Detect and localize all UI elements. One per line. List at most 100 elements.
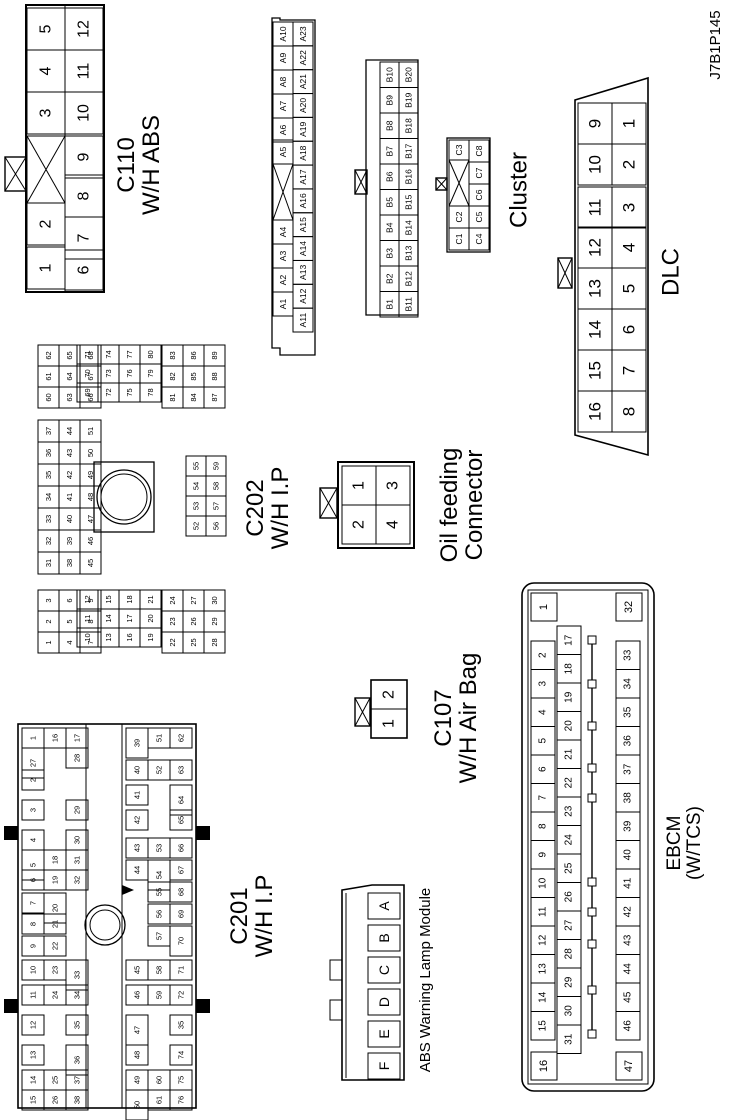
c202-pin-16-label: 16 <box>125 633 134 641</box>
cluster-pin-C1-label: C1 <box>454 233 464 244</box>
c201-mount-tl <box>4 826 18 840</box>
c202-pin-66-label: 66 <box>86 393 95 401</box>
c202-pin-89-label: 89 <box>210 351 219 359</box>
c201-pin-46-63-label: 46 <box>133 991 142 999</box>
cluster-pin-A5-cell <box>272 139 294 165</box>
c202-pin-19-label: 19 <box>146 633 155 641</box>
cluster-pin-A1-label: A1 <box>278 299 288 310</box>
ebcm-pin-9-label: 9 <box>538 852 549 858</box>
cluster-pin-B4-label: B4 <box>385 222 395 233</box>
c202-pin-58-label: 58 <box>212 482 221 490</box>
abs-lamp-pin-A-label: A <box>376 901 392 911</box>
c201-pin-70-59-cell <box>169 925 193 957</box>
c201-pin-71-62-cell <box>169 959 193 981</box>
cluster-pin-B1-label: B1 <box>385 299 395 310</box>
c201-pin-60-71-label: 60 <box>155 1076 164 1084</box>
dlc-pin-7-label: 7 <box>620 366 639 375</box>
oil-pin-3-label: 3 <box>385 481 402 490</box>
ebcm-pin-46-cell <box>615 1011 641 1041</box>
abs-lamp-pin-D-cell <box>367 988 401 1016</box>
cluster-pin-A4-label: A4 <box>278 227 288 238</box>
c202-pin-37-label: 37 <box>44 427 53 435</box>
cluster-pin-B10-label: B10 <box>385 67 395 82</box>
dlc-pin-12-label: 12 <box>586 238 605 257</box>
c201-pin-75-72-label: 75 <box>177 1076 186 1084</box>
c201-pin-70-59-label: 70 <box>177 937 186 945</box>
c202-pin-65-label: 65 <box>65 351 74 359</box>
ebcm-pin-19-label: 19 <box>564 691 575 703</box>
c110-blank-cell <box>26 135 66 204</box>
c201-pin-56-56-label: 56 <box>155 910 164 918</box>
c107-name: C107 <box>429 689 457 747</box>
cluster-pin-B20-label: B20 <box>404 67 414 82</box>
c202-pin-31-label: 31 <box>44 559 53 567</box>
c201-pin-20-17-label: 20 <box>51 904 60 912</box>
c110-pin-6-cell <box>64 249 104 291</box>
c201-pin-31-12-label: 31 <box>73 856 82 864</box>
c202-pin-14-label: 14 <box>104 614 113 622</box>
cluster-pin-B9-label: B9 <box>385 95 395 106</box>
cluster-pin-A11-label: A11 <box>298 313 308 328</box>
c202-pin-63-label: 63 <box>65 393 74 401</box>
dlc-pin-13-label: 13 <box>586 279 605 298</box>
c201-pin-59-64-label: 59 <box>155 991 164 999</box>
oil-latch-x2 <box>319 487 338 519</box>
c110-latch <box>4 156 27 192</box>
c201-pin-8-18-label: 8 <box>29 922 38 926</box>
ebcm-pin-10-label: 10 <box>538 877 549 889</box>
cluster-pin-A12-label: A12 <box>298 288 308 303</box>
cluster-pin-B2-label: B2 <box>385 273 395 284</box>
cluster-pin-A8-label: A8 <box>278 77 288 88</box>
ebcm-pin-15-label: 15 <box>538 1020 549 1032</box>
c202-harness: W/H I.P <box>267 466 294 550</box>
c201-pin-12-28-cell <box>21 1014 45 1036</box>
dlc-pin-2-label: 2 <box>620 160 639 169</box>
c202-pin-39-label: 39 <box>65 537 74 545</box>
cluster-pin-A7-label: A7 <box>278 101 288 112</box>
c201-pin-35-29-label: 35 <box>73 1021 82 1029</box>
dlc-pin-16-label: 16 <box>586 402 605 421</box>
c201-pin-76-75-cell <box>169 1089 193 1111</box>
c201-pin-16-1-label: 16 <box>51 734 60 742</box>
c201-pin-21-19-cell <box>43 913 67 935</box>
c201-pin-27-3-label: 27 <box>29 759 38 767</box>
c201-pin-3-6-cell <box>21 799 45 821</box>
oil-feeding-line2: Connector <box>461 449 488 561</box>
c201-pin-63-43-label: 63 <box>177 766 186 774</box>
c202-socket-inner <box>100 473 148 521</box>
cluster-pin-B14-label: B14 <box>404 220 414 235</box>
figure-id: J7B1P145 <box>707 10 725 80</box>
c201-center-channel <box>85 723 123 1109</box>
ebcm-pin-31-label: 31 <box>564 1033 575 1045</box>
cluster-pin-B3-label: B3 <box>385 248 395 259</box>
dlc-latch-x2 <box>557 257 573 289</box>
abs-lamp-pin-F-cell <box>367 1052 401 1080</box>
dlc-pin-11-label: 11 <box>586 199 605 217</box>
c202-pin-4-label: 4 <box>65 640 74 644</box>
c201-pin-18-11-label: 18 <box>51 856 60 864</box>
c201-pin-72-65-cell <box>169 984 193 1006</box>
c202-pin-28-label: 28 <box>210 638 219 646</box>
cluster-pin-A13-label: A13 <box>298 265 308 280</box>
dlc-shell <box>574 76 649 457</box>
oil-feeding-label: Oil feeding Connector <box>436 448 488 563</box>
c201-pin-40-41-label: 40 <box>133 766 142 774</box>
cluster-b-latch <box>354 169 368 195</box>
cluster-c-blank-x2 <box>448 159 470 207</box>
c201-pin-33-24-label: 33 <box>73 971 82 979</box>
c107-pin-2-label: 2 <box>381 690 398 699</box>
c201-pin-68-55-label: 68 <box>177 888 186 896</box>
c202-pin-27-label: 27 <box>189 596 198 604</box>
ebcm-pin-42-label: 42 <box>623 906 634 918</box>
dlc-pin-6-label: 6 <box>620 325 639 334</box>
c202-pin-47-label: 47 <box>86 515 95 523</box>
c201-pin-28-4-cell <box>65 747 89 769</box>
c201-pin-76-75-label: 76 <box>177 1096 186 1104</box>
c202-pin-35-label: 35 <box>44 471 53 479</box>
c201-pin-13-30-cell <box>21 1044 45 1066</box>
c201-pin-7-16-label: 7 <box>29 901 38 905</box>
cluster-b-latch-x2 <box>354 169 368 195</box>
c202-pin-2-label: 2 <box>44 619 53 623</box>
ebcm-pin-2-label: 2 <box>538 652 549 658</box>
